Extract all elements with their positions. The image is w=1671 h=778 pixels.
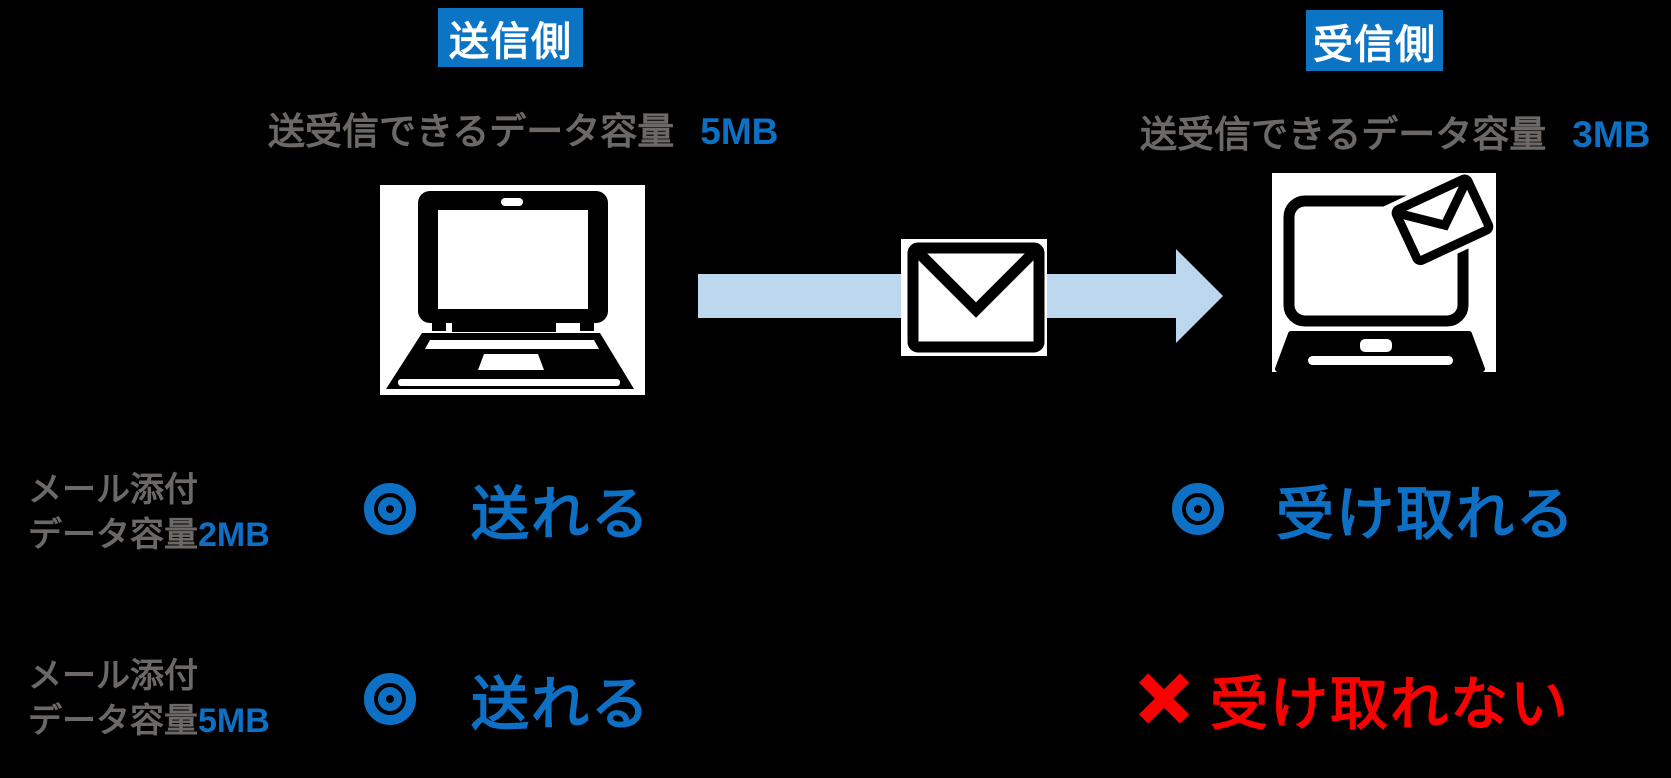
sender-laptop-icon [380, 185, 645, 395]
receiver-result-2mb-text: 受け取れる [1276, 482, 1577, 547]
receiver-result-5mb: 受け取れない [1142, 659, 1570, 739]
receiver-laptop-mail-icon [1272, 173, 1496, 372]
sender-capacity-caption: 送受信できるデータ容量 5MB [268, 101, 778, 155]
receiver-capacity-value: 3MB [1572, 114, 1651, 155]
receiver-capacity-label: 送受信できるデータ容量 [1140, 114, 1547, 155]
double-circle-icon [364, 673, 416, 725]
double-circle-icon [364, 483, 416, 535]
attachment-5mb-label: メール添付 データ容量5MB [28, 654, 270, 744]
sender-side-badge: 送信側 [438, 8, 583, 67]
attachment-5mb-label-line2: データ容量5MB [28, 702, 270, 740]
sender-result-2mb-text: 送れる [471, 482, 652, 547]
sender-result-5mb-text: 送れる [471, 672, 652, 737]
attachment-2mb-value: 2MB [198, 516, 270, 554]
sender-capacity-value: 5MB [700, 111, 779, 152]
sender-result-5mb: 送れる [364, 659, 651, 739]
receiver-result-2mb: 受け取れる [1172, 469, 1576, 549]
receiver-side-badge: 受信側 [1306, 10, 1443, 71]
attachment-2mb-label-line2: データ容量2MB [28, 516, 270, 554]
receiver-capacity-caption: 送受信できるデータ容量 3MB [1140, 104, 1650, 158]
double-circle-icon [1172, 483, 1224, 535]
sender-result-2mb: 送れる [364, 469, 651, 549]
mail-envelope-icon [901, 239, 1047, 356]
receiver-result-5mb-text: 受け取れない [1210, 672, 1571, 737]
sender-capacity-label: 送受信できるデータ容量 [268, 111, 675, 152]
attachment-5mb-label-line1: メール添付 [28, 657, 198, 695]
cross-icon [1142, 677, 1186, 721]
attachment-2mb-label: メール添付 データ容量2MB [28, 468, 270, 558]
attachment-2mb-label-line1: メール添付 [28, 471, 198, 509]
attachment-5mb-value: 5MB [198, 702, 270, 740]
